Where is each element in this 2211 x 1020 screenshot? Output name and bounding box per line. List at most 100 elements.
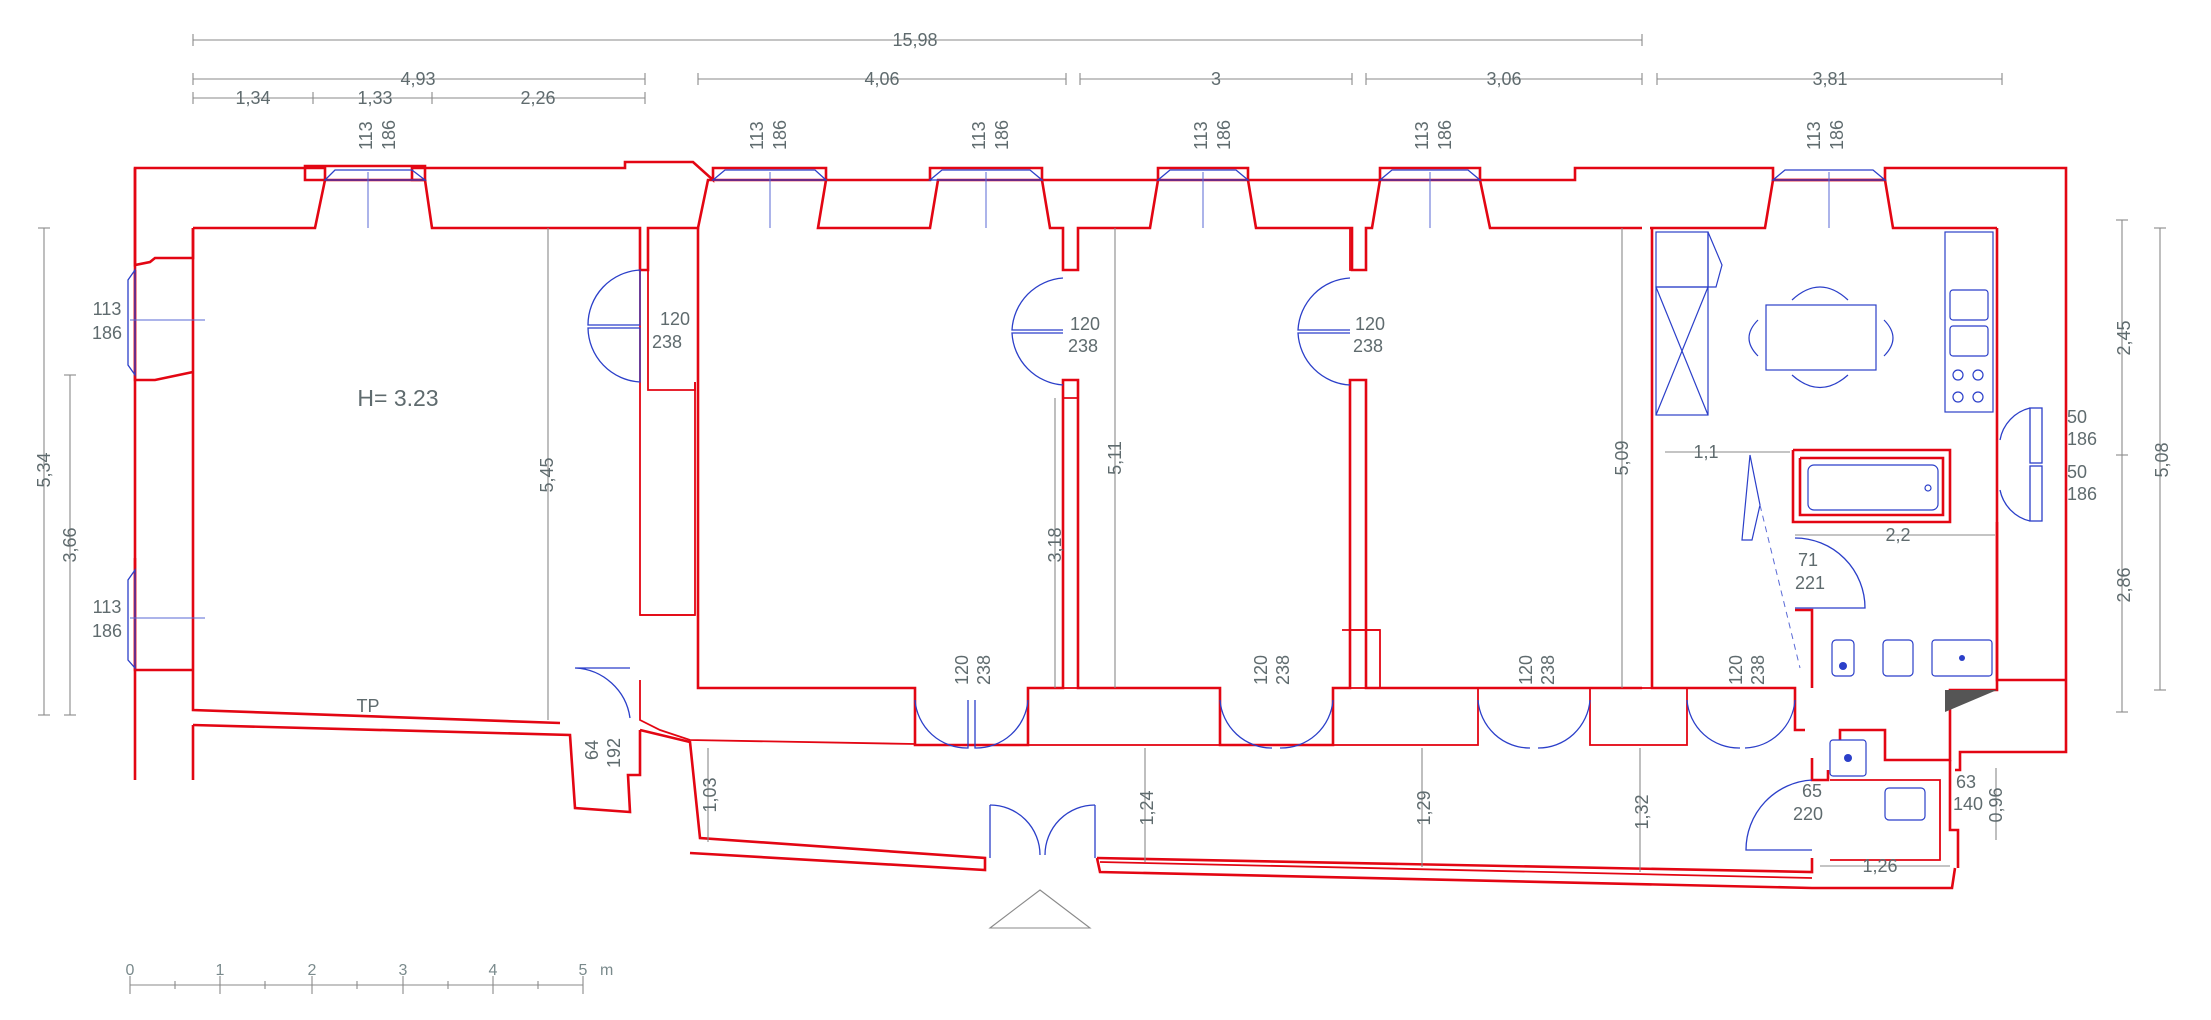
window-height: 186: [1827, 120, 1847, 150]
window-width: 113: [1191, 121, 1211, 150]
window-width: 50: [2067, 407, 2087, 427]
dim-right-outer: 5,08: [2152, 442, 2172, 477]
window-height: 186: [2067, 429, 2097, 449]
dining-table: [1765, 304, 1877, 371]
walls: [133, 160, 2068, 890]
door-height: 238: [974, 655, 994, 685]
dim-bath-1-1: 1,1: [1693, 442, 1718, 462]
left-dimensions: 5,34 3,66: [34, 227, 80, 716]
dim-room3-depth: 5,11: [1105, 441, 1125, 475]
stove-burner-icon: [1972, 369, 1984, 381]
kitchen-furniture: [1655, 231, 1994, 416]
door-height: 238: [1748, 655, 1768, 685]
dim-room1-a: 1,34: [235, 88, 270, 108]
dim-room4-depth: 5,09: [1612, 440, 1632, 475]
room-dimensions: 5,45 5,11 3,18 5,09: [537, 228, 1632, 720]
scale-unit: m: [600, 962, 613, 979]
dim-corridor-c: 1,29: [1414, 790, 1434, 825]
door-width: 120: [660, 309, 690, 329]
scale-tick-label: 1: [216, 962, 225, 979]
dim-left-inner: 3,66: [60, 527, 80, 562]
wc-basin-icon: [1829, 739, 1867, 777]
lower-doors: 120 238 120 238 120 238 120 238 64 192: [574, 655, 1796, 929]
door-width: 64: [582, 740, 602, 760]
window-height: 186: [992, 120, 1012, 150]
dim-room1-depth: 5,45: [537, 457, 557, 492]
sink-icon: [1949, 289, 1989, 321]
toilet-icon: [1884, 787, 1926, 821]
door-width: 120: [1726, 655, 1746, 685]
window-height: 186: [2067, 484, 2097, 504]
kitchen-windows: 50 186 50 186: [1999, 407, 2097, 522]
door-height: 192: [604, 738, 624, 768]
scale-tick-label: 3: [399, 962, 408, 979]
left-window-labels: 113 186 113 186: [92, 299, 122, 641]
dim-corridor-a: 1,03: [700, 777, 720, 812]
door-height: 140: [1953, 794, 1983, 814]
right-dimensions: 5,08 2,45 2,86: [2114, 219, 2172, 713]
window-width: 50: [2067, 462, 2087, 482]
window-width: 113: [93, 299, 122, 319]
door-width: 120: [1070, 314, 1100, 334]
top-dimensions: 15,98 4,93 1,34 1,33 2,26 4,06 3 3,06 3,…: [192, 30, 2003, 108]
door-height: 238: [1353, 336, 1383, 356]
windows: [127, 169, 1887, 670]
window-width: 113: [969, 121, 989, 150]
stove-burner-icon: [1952, 369, 1964, 381]
window-width: 113: [1412, 121, 1432, 150]
dim-left-outer: 5,34: [34, 452, 54, 487]
dim-room3-width: 3: [1211, 69, 1221, 89]
dim-right-lower: 2,86: [2114, 567, 2134, 602]
shower-corner: [1945, 690, 1997, 712]
window-width: 113: [93, 597, 122, 617]
door-width: 120: [1516, 655, 1536, 685]
scale-bar: 0 1 2 3 4 5 m: [126, 962, 613, 994]
dim-room1-width: 4,93: [400, 69, 435, 89]
door-height: 238: [1068, 336, 1098, 356]
dim-room1-b: 1,33: [357, 88, 392, 108]
dim-wc-126: 1,26: [1862, 856, 1897, 876]
door-height: 238: [1538, 655, 1558, 685]
dim-corridor-b: 1,24: [1137, 790, 1157, 825]
scale-tick-label: 5: [579, 962, 588, 979]
door-height: 220: [1793, 804, 1823, 824]
dim-bath-2-2: 2,2: [1885, 525, 1910, 545]
door-height: 238: [1273, 655, 1293, 685]
dim-room2-width: 4,06: [864, 69, 899, 89]
upper-doors: 120 238 120 238 120 238: [587, 269, 1385, 386]
corridor-dimensions: 1,03 1,24 1,29 1,32: [700, 748, 1652, 872]
floor-level-label: TP: [356, 696, 379, 716]
bathroom: 1,1 2,2 71 221: [1665, 442, 1997, 712]
window-height: 186: [379, 120, 399, 150]
door-height: 238: [652, 332, 682, 352]
dim-corridor-d: 1,32: [1632, 794, 1652, 829]
window-height: 186: [1214, 120, 1234, 150]
door-width: 63: [1956, 772, 1976, 792]
dim-room1-c: 2,26: [520, 88, 555, 108]
window-width: 113: [747, 121, 767, 150]
room-height-label: H= 3.23: [357, 385, 438, 411]
stove-burner-icon: [1952, 391, 1964, 403]
scale-tick-label: 0: [126, 962, 135, 979]
dim-right-upper: 2,45: [2114, 320, 2134, 355]
stove-burner-icon: [1972, 391, 1984, 403]
washbasin-icon: [1931, 639, 1993, 677]
wc: 65 220 63 140 0,96 1,26: [1745, 739, 2006, 876]
bidet-icon: [1882, 639, 1914, 677]
window-width: 113: [356, 121, 376, 150]
toilet-icon: [1831, 639, 1855, 677]
door-width: 120: [1251, 655, 1271, 685]
dim-room4-width: 3,06: [1486, 69, 1521, 89]
dim-wc-096: 0,96: [1986, 787, 2006, 822]
door-height: 221: [1795, 573, 1825, 593]
window-height: 186: [92, 323, 122, 343]
window-width: 113: [1804, 121, 1824, 150]
scale-tick-label: 2: [308, 962, 317, 979]
door-width: 71: [1798, 550, 1818, 570]
window-height: 186: [1435, 120, 1455, 150]
window-height: 186: [92, 621, 122, 641]
dim-room5-width: 3,81: [1812, 69, 1847, 89]
sink-icon: [1949, 325, 1989, 357]
window-height: 186: [770, 120, 790, 150]
